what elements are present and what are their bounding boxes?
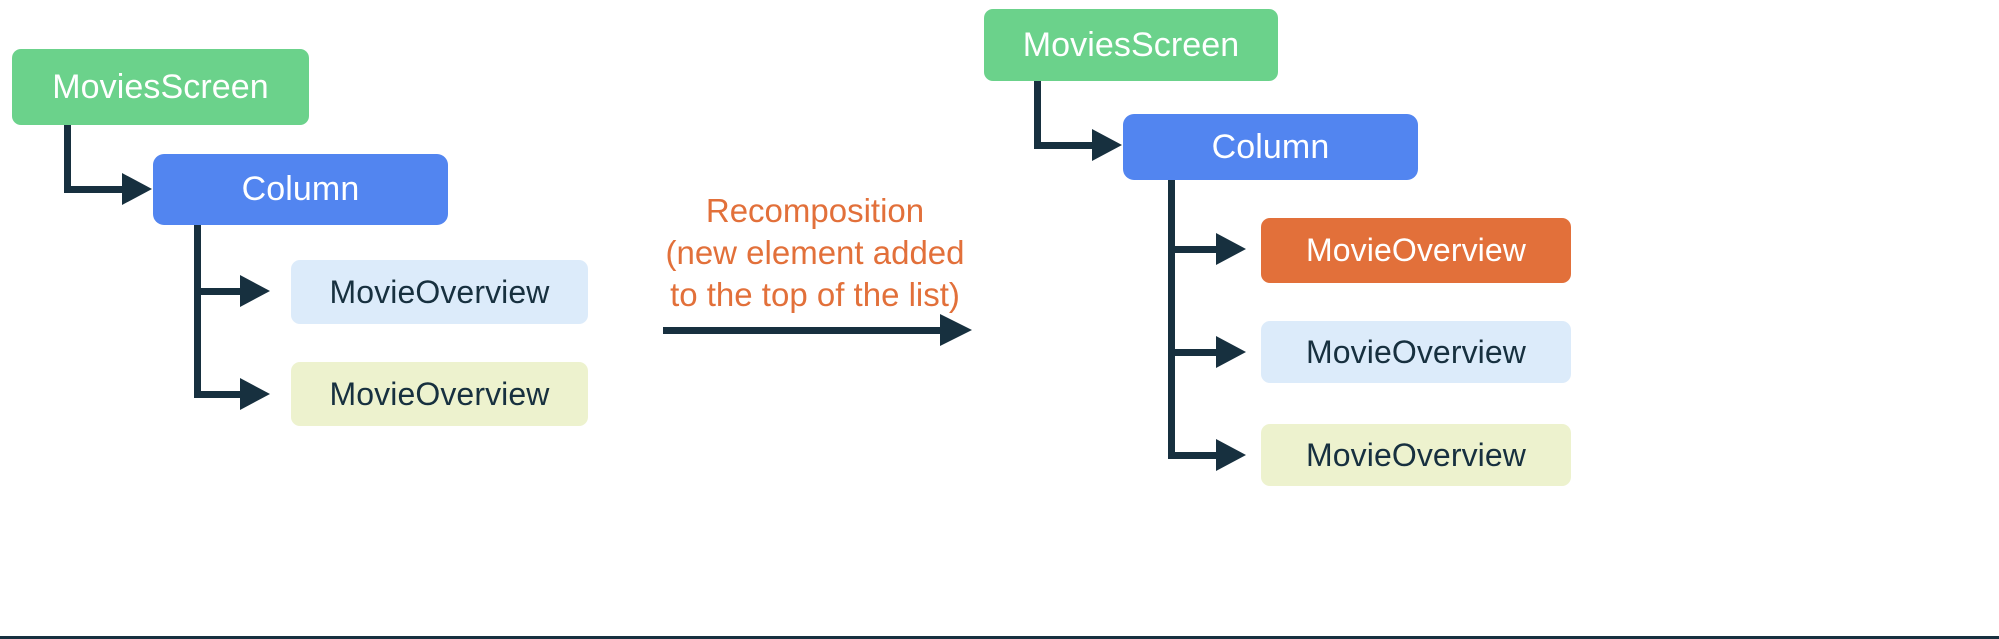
after-arrowhead-item-2-icon	[1216, 336, 1246, 368]
after-connector-branch-3	[1168, 452, 1222, 459]
bottom-divider	[0, 636, 1999, 639]
before-node-movies-screen[interactable]: MoviesScreen	[12, 49, 309, 125]
before-node-movie-overview-1[interactable]: MovieOverview	[291, 260, 588, 324]
before-connector-branch-2	[194, 391, 246, 398]
after-node-movie-overview-2[interactable]: MovieOverview	[1261, 321, 1571, 383]
before-arrowhead-to-column-icon	[122, 173, 152, 205]
after-connector-branch-1	[1168, 246, 1222, 253]
after-connector-screen-to-column-vertical	[1034, 81, 1041, 145]
transition-arrow-shaft	[663, 327, 943, 334]
before-connector-screen-to-column-horizontal	[64, 186, 130, 193]
before-arrowhead-item-1-icon	[240, 275, 270, 307]
transition-arrow-head-icon	[940, 314, 972, 346]
after-node-movie-overview-3[interactable]: MovieOverview	[1261, 424, 1571, 486]
transition-caption: Recomposition (new element added to the …	[660, 190, 970, 316]
after-node-column[interactable]: Column	[1123, 114, 1418, 180]
before-connector-screen-to-column-vertical	[64, 125, 71, 190]
before-node-movie-overview-2[interactable]: MovieOverview	[291, 362, 588, 426]
before-arrowhead-item-2-icon	[240, 378, 270, 410]
after-connector-branch-2	[1168, 349, 1222, 356]
after-arrowhead-item-1-icon	[1216, 233, 1246, 265]
caption-line-1: Recomposition	[705, 192, 925, 229]
after-arrowhead-item-3-icon	[1216, 439, 1246, 471]
after-connector-column-trunk	[1168, 180, 1175, 459]
after-arrowhead-to-column-icon	[1092, 129, 1122, 161]
after-node-movies-screen[interactable]: MoviesScreen	[984, 9, 1278, 81]
before-connector-branch-1	[194, 288, 246, 295]
caption-line-3: to the top of the list)	[670, 276, 960, 313]
after-connector-screen-to-column-horizontal	[1034, 142, 1100, 149]
after-node-movie-overview-1[interactable]: MovieOverview	[1261, 218, 1571, 283]
caption-line-2: (new element added	[665, 234, 965, 271]
before-node-column[interactable]: Column	[153, 154, 448, 225]
before-connector-column-trunk	[194, 225, 201, 398]
